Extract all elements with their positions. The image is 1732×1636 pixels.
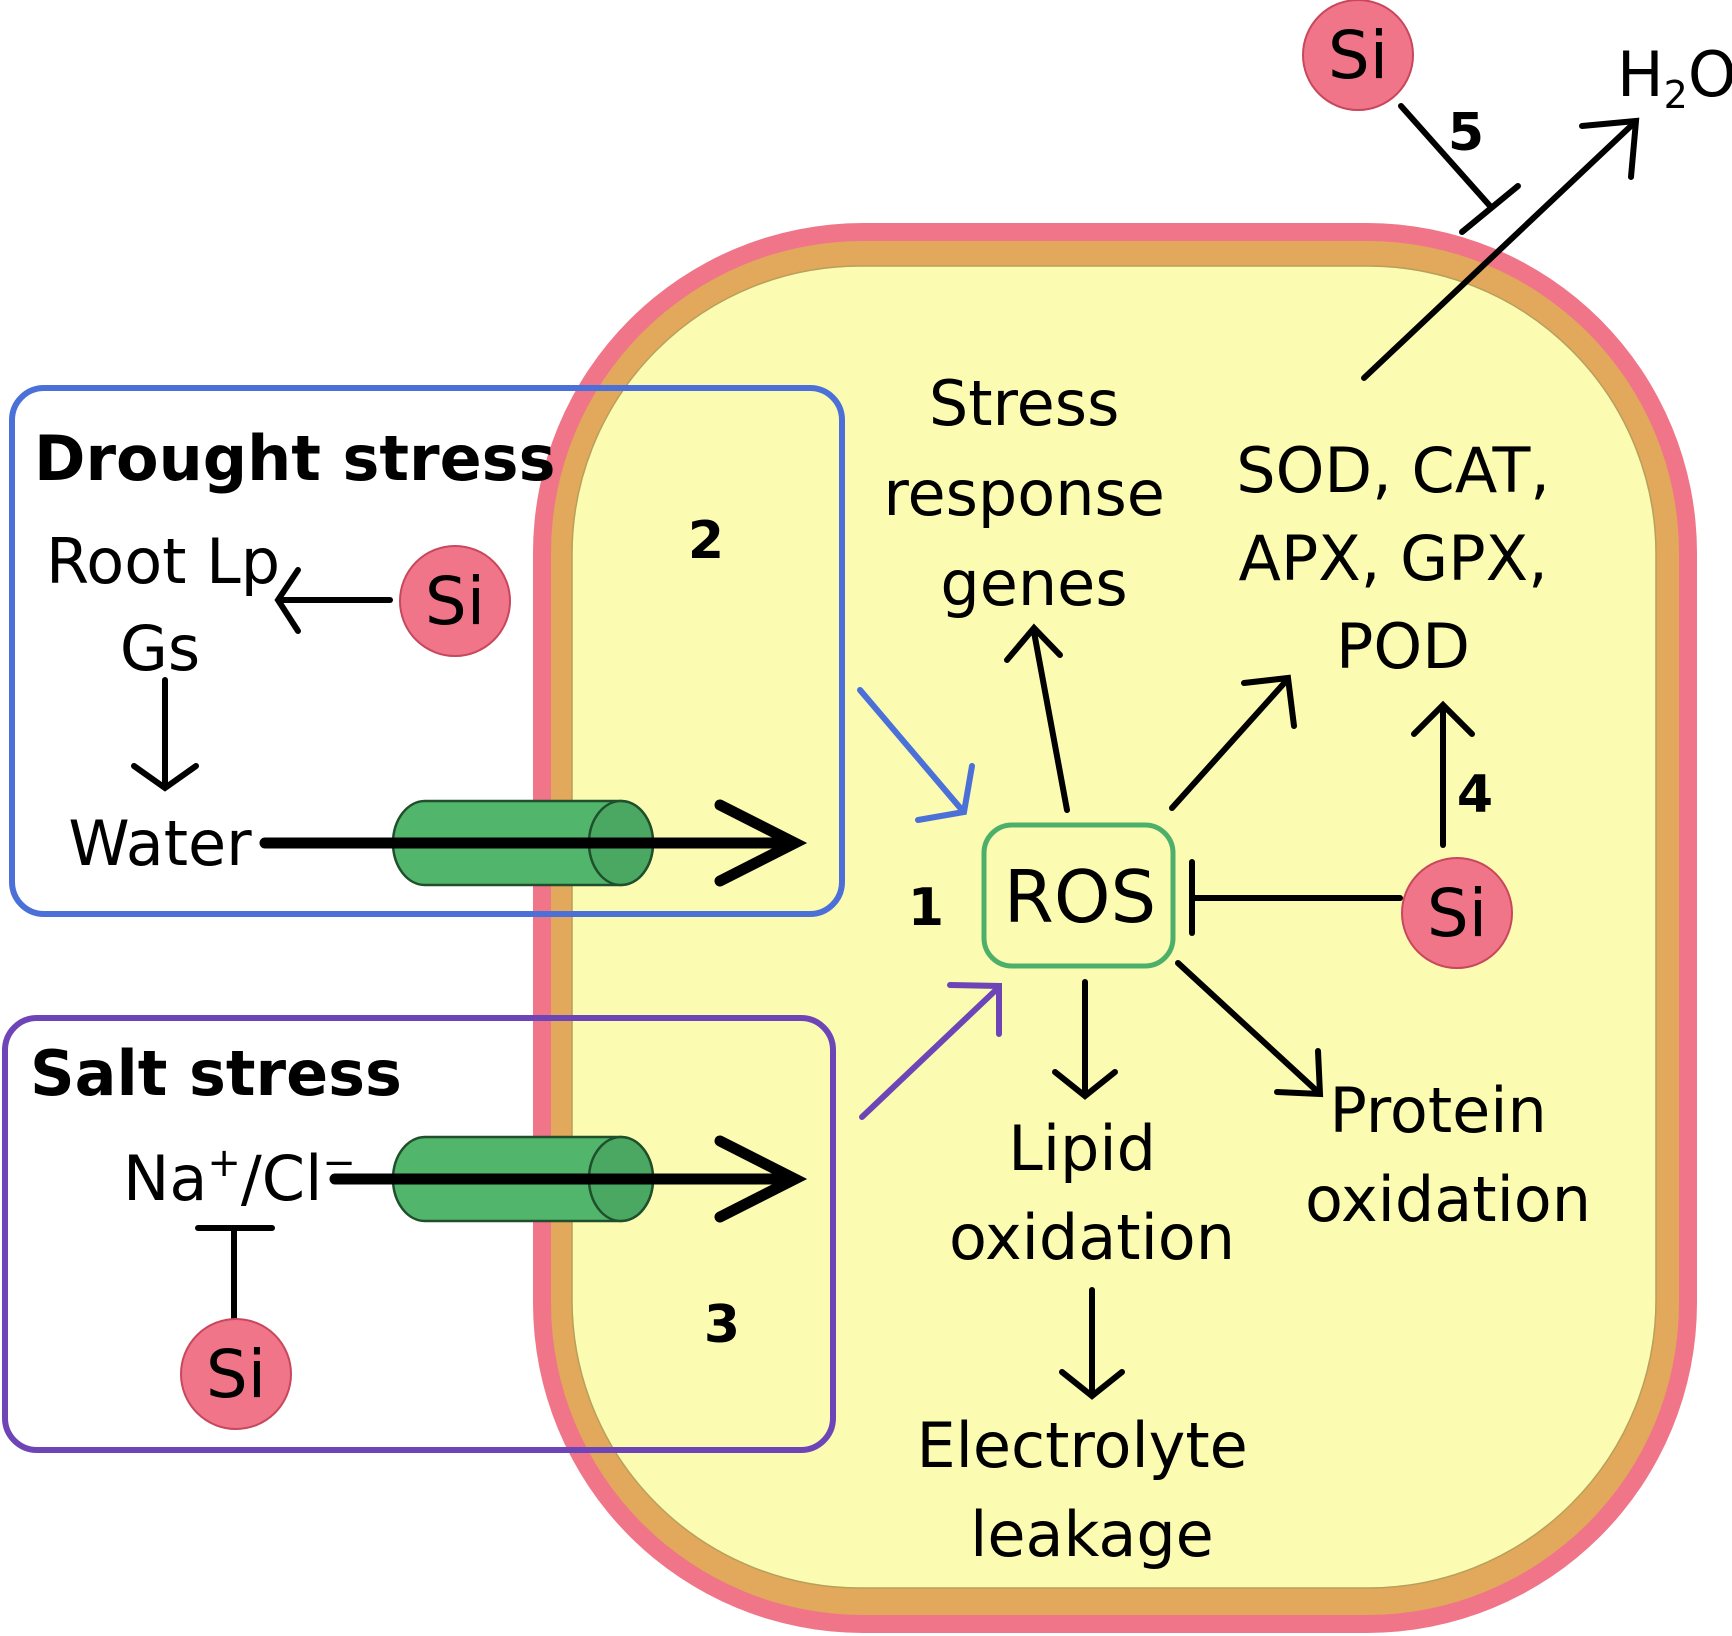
si-cytoplasm: Si 4 — [1189, 700, 1513, 969]
h2o-label: H2O — [1617, 38, 1732, 117]
si-circle-top: Si — [1302, 0, 1414, 111]
si-circle-icon — [1302, 0, 1414, 111]
ros-node: ROS 1 — [908, 822, 1176, 969]
stress-genes-node: Stress response genes — [883, 367, 1184, 813]
gs-to-water-arrow — [131, 677, 199, 792]
si-circle-drought: Si — [399, 545, 511, 657]
enzymes-number: 4 — [1457, 765, 1493, 825]
drought-stress-panel: Drought stress Root Lp Gs Water 2 Si — [9, 385, 845, 917]
si-inhibits-nacl — [195, 1225, 275, 1323]
protein-label: Protein oxidation — [1305, 1074, 1591, 1236]
root-lp-label: Root Lp — [46, 525, 280, 598]
cl-text: /Cl — [241, 1142, 322, 1215]
protein-node: Protein oxidation — [1175, 960, 1591, 1236]
si-label: Si — [425, 563, 485, 640]
si-circle-icon — [180, 1318, 292, 1430]
ros-to-enzymes-arrow — [1169, 674, 1297, 811]
si-circle-icon — [1401, 857, 1513, 969]
water-label: Water — [68, 807, 252, 880]
na-charge: + — [207, 1140, 241, 1186]
ros-box — [981, 822, 1176, 969]
water-loss-number: 5 — [1448, 103, 1484, 163]
si-inhibits-ros — [1189, 859, 1403, 936]
ion-influx-arrow — [329, 1135, 808, 1223]
water-influx-arrow — [259, 799, 808, 887]
si-label: Si — [1427, 875, 1487, 952]
salt-stress-panel: Salt stress Na+/Cl− 3 Si — [2, 1015, 836, 1453]
stress-genes-label: Stress response genes — [883, 367, 1184, 620]
ros-to-protein-arrow — [1175, 960, 1324, 1098]
si-label: Si — [206, 1336, 266, 1413]
enzymes-label: SOD, CAT, APX, GPX, POD — [1236, 434, 1570, 683]
lipid-label: Lipid oxidation — [949, 1112, 1235, 1274]
electrolyte-label: Electrolyte leakage — [916, 1409, 1267, 1571]
salt-to-ros-arrow — [859, 982, 1002, 1120]
ros-to-genes-arrow — [1004, 623, 1070, 813]
gs-label: Gs — [120, 612, 200, 685]
enzymes-node: SOD, CAT, APX, GPX, POD — [1169, 434, 1570, 811]
si-label: Si — [1328, 17, 1388, 94]
lipid-node: Lipid oxidation — [949, 979, 1235, 1274]
enzymes-to-h2o-arrow — [1361, 117, 1640, 381]
si-circle-salt: Si — [180, 1318, 292, 1430]
ros-label: ROS — [1004, 855, 1156, 939]
si-inhibits-water-loss — [1398, 103, 1521, 235]
drought-to-ros-arrow — [857, 687, 975, 823]
salt-box — [2, 1015, 836, 1453]
drought-number: 2 — [688, 511, 724, 571]
electrolyte-node: Electrolyte leakage — [916, 1287, 1267, 1571]
salt-title: Salt stress — [30, 1037, 402, 1110]
salt-number: 3 — [704, 1295, 740, 1355]
si-to-enzymes-arrow — [1411, 700, 1475, 848]
si-circle-icon — [399, 545, 511, 657]
water-loss: Si 5 H2O — [1302, 0, 1732, 381]
ros-number: 1 — [908, 878, 944, 938]
drought-title: Drought stress — [34, 422, 556, 495]
na-text: Na — [123, 1142, 207, 1215]
si-to-rootlp-arrow — [274, 567, 393, 634]
drought-box — [9, 385, 845, 917]
ros-to-lipid-arrow — [1052, 979, 1118, 1100]
na-cl-label: Na+/Cl− — [123, 1140, 356, 1215]
lipid-to-electrolyte-arrow — [1059, 1287, 1125, 1400]
